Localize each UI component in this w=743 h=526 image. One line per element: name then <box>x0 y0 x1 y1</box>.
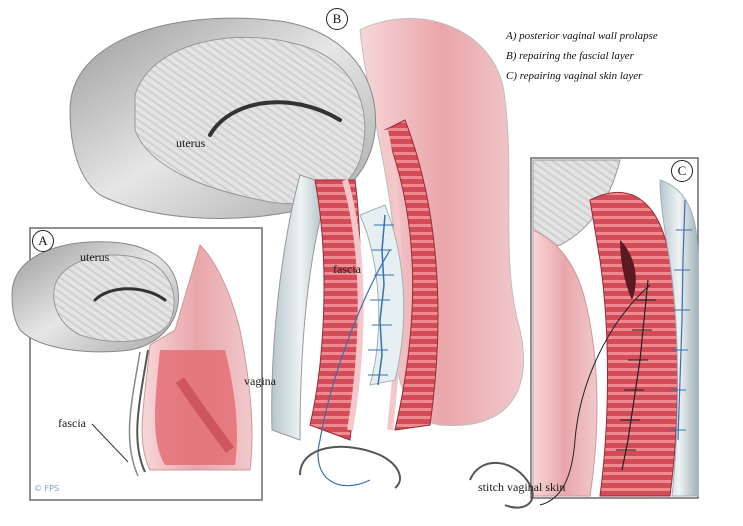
legend-item-b: B) repairing the fascial layer <box>506 50 634 62</box>
publisher-logo: © FPS <box>34 484 60 493</box>
panel-c-stitch-label: stitch vaginal skin <box>478 480 566 494</box>
panel-b-tag: B <box>326 8 348 30</box>
panel-b-figure <box>69 17 524 489</box>
panel-a-vagina-label: vagina <box>244 374 276 388</box>
panel-a-tag: A <box>32 230 54 252</box>
panel-c-figure <box>532 159 699 506</box>
panel-a-figure <box>11 241 253 477</box>
panel-a-uterus-label: uterus <box>80 250 110 264</box>
legend-item-c: C) repairing vaginal skin layer <box>506 70 643 82</box>
needle-icon <box>469 462 534 509</box>
panel-b-fascia-label: fascia <box>333 262 361 276</box>
legend-item-a: A) posterior vaginal wall prolapse <box>506 30 658 42</box>
fascia-leader-line <box>91 423 129 463</box>
panel-a-fascia-label: fascia <box>58 416 86 430</box>
legend: A) posterior vaginal wall prolapse B) re… <box>506 26 658 86</box>
panel-b-uterus-label: uterus <box>176 136 206 150</box>
panel-c-tag: C <box>671 160 693 182</box>
